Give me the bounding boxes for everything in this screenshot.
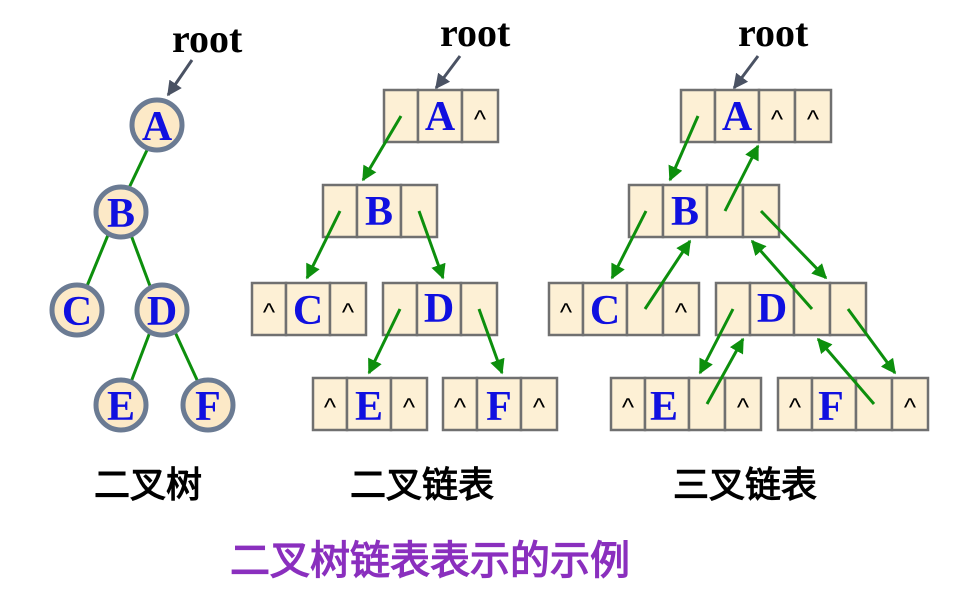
- pointer-d-parent: [750, 239, 814, 310]
- svg-text:D: D: [147, 289, 177, 335]
- svg-text:B: B: [365, 189, 393, 235]
- svg-text:F: F: [195, 384, 221, 430]
- null-pointer-mark: ^: [622, 392, 635, 422]
- pointer-b-right: [759, 209, 828, 280]
- root-pointer-arrow: [732, 55, 760, 90]
- root-label: root: [440, 10, 511, 55]
- pointer-d-left: [698, 308, 735, 375]
- svg-text:C: C: [590, 288, 620, 334]
- ternary-linked-panel: root A ^ ^ B ^ C ^: [547, 10, 930, 506]
- tree-edge-d-e: [129, 331, 152, 383]
- tree-node-f: F: [180, 377, 236, 433]
- binary-linked-panel: root A ^ B ^ C ^: [250, 10, 559, 506]
- svg-text:E: E: [650, 384, 678, 430]
- null-pointer-mark: ^: [342, 297, 355, 327]
- null-pointer-mark: ^: [533, 392, 546, 422]
- null-pointer-mark: ^: [474, 104, 487, 134]
- null-pointer-mark: ^: [403, 392, 416, 422]
- tree-node-b: B: [93, 184, 149, 240]
- svg-text:E: E: [355, 384, 383, 430]
- svg-text:E: E: [107, 384, 135, 430]
- svg-text:D: D: [757, 286, 787, 332]
- tri-node-c: ^ C ^: [547, 281, 701, 337]
- svg-text:F: F: [486, 384, 512, 430]
- svg-text:A: A: [722, 94, 753, 140]
- caption-ternary-linked: 三叉链表: [673, 465, 817, 506]
- tree-node-e: E: [93, 377, 149, 433]
- tri-node-f: ^ F ^: [776, 376, 930, 432]
- tree-node-a: A: [129, 97, 185, 153]
- tree-edge-b-d: [129, 234, 152, 287]
- pointer-d-right: [477, 308, 505, 375]
- tree-node-c: C: [49, 282, 105, 338]
- null-pointer-mark: ^: [771, 104, 784, 134]
- null-pointer-mark: ^: [675, 297, 688, 327]
- pointer-e-parent: [705, 337, 745, 405]
- root-label: root: [738, 10, 809, 55]
- pointer-d-right: [846, 308, 897, 375]
- null-pointer-mark: ^: [807, 104, 820, 134]
- pointer-d-left: [367, 308, 402, 375]
- caption-binary-tree: 二叉树: [94, 465, 202, 506]
- tri-node-a: A ^ ^: [679, 88, 833, 144]
- svg-text:A: A: [142, 104, 173, 150]
- pointer-b-left: [305, 210, 342, 280]
- null-pointer-mark: ^: [263, 297, 276, 327]
- null-pointer-mark: ^: [737, 392, 750, 422]
- bin-node-a: A ^: [382, 88, 500, 144]
- pointer-c-parent: [643, 239, 692, 310]
- null-pointer-mark: ^: [454, 392, 467, 422]
- pointer-b-parent: [723, 144, 760, 212]
- null-pointer-mark: ^: [560, 297, 573, 327]
- null-pointer-mark: ^: [789, 392, 802, 422]
- pointer-b-right: [417, 210, 446, 280]
- main-caption: 二叉树链表表示的示例: [230, 538, 630, 584]
- pointer-a-left: [668, 115, 700, 182]
- svg-text:D: D: [424, 286, 454, 332]
- null-pointer-mark: ^: [904, 392, 917, 422]
- root-pointer-arrow: [166, 59, 194, 97]
- svg-text:C: C: [62, 289, 92, 335]
- tri-node-b: B: [627, 183, 781, 239]
- caption-binary-linked: 二叉链表: [350, 465, 494, 506]
- pointer-f-parent: [816, 337, 876, 405]
- tri-node-d: D: [714, 281, 868, 337]
- bin-node-f: ^ F ^: [441, 376, 559, 432]
- svg-text:B: B: [671, 189, 699, 235]
- root-label: root: [172, 16, 243, 61]
- tree-node-d: D: [134, 282, 190, 338]
- svg-text:B: B: [107, 191, 135, 237]
- binary-tree-panel: root A B C D E F 二叉树: [49, 16, 243, 506]
- svg-text:F: F: [818, 384, 844, 430]
- root-pointer-arrow: [434, 55, 462, 90]
- tree-edge-b-c: [85, 234, 110, 287]
- tri-node-e: ^ E ^: [609, 376, 763, 432]
- tree-edge-a-b: [126, 147, 150, 191]
- bin-node-c: ^ C ^: [250, 281, 368, 337]
- pointer-b-left: [610, 210, 648, 280]
- svg-text:C: C: [293, 288, 323, 334]
- svg-text:A: A: [425, 94, 456, 140]
- bin-node-e: ^ E ^: [311, 376, 429, 432]
- pointer-a-left: [361, 115, 403, 182]
- null-pointer-mark: ^: [324, 392, 337, 422]
- tree-edge-d-f: [173, 331, 200, 383]
